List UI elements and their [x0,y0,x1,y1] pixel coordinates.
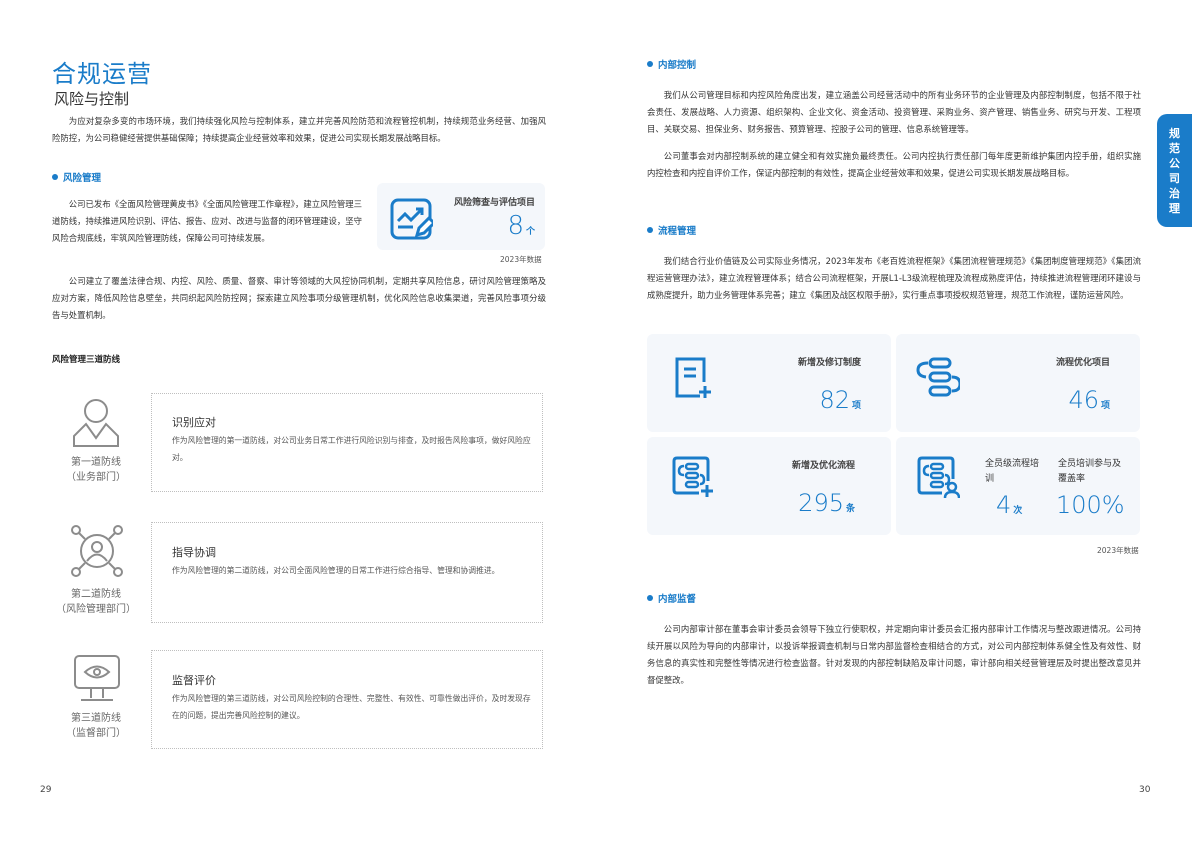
stat-value: 82 [819,386,850,414]
stat-value: 8 [507,211,524,241]
side-tab-char: 规 [1169,126,1180,140]
chart-edit-icon [390,198,433,240]
line-dept-text: （风险管理部门） [56,604,136,615]
stat-value-group: 8 个 [507,211,535,241]
heading-label: 风险管理 [63,173,102,184]
stat-value-group: 46 项 [1068,386,1110,414]
line-title: 监督评价 [172,674,216,687]
line-dept-text: （业务部门） [66,472,126,483]
training-count-unit: 次 [1013,506,1023,516]
side-tab-char: 治 [1169,186,1180,200]
heading-label: 内部控制 [658,60,697,71]
section-title: 风险与控制 [54,90,130,108]
stat-unit: 项 [1100,401,1110,411]
heading-label: 流程管理 [658,226,697,237]
training-count-group: 4 次 [996,491,1022,519]
data-year-note: 2023年数据 [1097,546,1139,555]
side-tab-label: 规范公司治理 [1169,126,1180,216]
page-number-right: 30 [1139,785,1151,795]
stat-label: 新增及优化流程 [791,461,855,471]
line-name-text: 第二道防线 [71,589,121,600]
stat-card-regulations: 新增及修订制度 82 项 [647,334,891,432]
internal-control-heading: 内部控制 [647,57,696,71]
process-add-icon [672,456,713,497]
defense-line-2-name: 第二道防线 （风险管理部门） [40,587,152,617]
document-add-icon [675,357,711,398]
page-title: 合规运营 [52,60,152,88]
line-title: 指导协调 [172,546,216,559]
risk-paragraph-1: 公司已发布《全面风险管理黄皮书》《全面风险管理工作章程》，建立风险管理三道防线，… [52,199,362,243]
supervision-heading: 内部监督 [647,591,696,605]
stat-unit: 条 [845,504,855,514]
process-person-icon [917,456,960,499]
person-icon [73,399,119,447]
bullet-dot-icon [52,174,58,180]
line-dept-text: （监督部门） [66,728,126,739]
training-count-label: 全员级流程培训 [985,459,1040,484]
stat-value-group: 82 项 [819,386,861,414]
line-name-text: 第一道防线 [71,457,121,468]
line-desc: 作为风险管理的第三道防线，对公司风险控制的合理性、完整性、有效性、可靠性做出评价… [172,694,531,720]
training-count-value: 4 [996,491,1012,519]
process-heading: 流程管理 [647,223,696,237]
stat-card-process-optimization: 流程优化项目 46 项 [896,334,1140,432]
side-tab-char: 理 [1169,201,1180,215]
stat-unit: 项 [851,401,861,411]
monitor-eye-icon [74,655,120,701]
defense-line-3-name: 第三道防线 （监督部门） [46,711,146,741]
data-year-note: 2023年数据 [500,255,542,264]
stat-label: 风险筛查与评估项目 [453,198,535,208]
defense-line-1-card: 识别应对 作为风险管理的第一道防线，对公司业务日常工作进行风险识别与排查，及时报… [151,393,543,492]
stat-card-new-processes: 新增及优化流程 295 条 [647,437,891,535]
line-name-text: 第三道防线 [71,713,121,724]
internal-control-paragraph-2: 公司董事会对内部控制系统的建立健全和有效实施负最终责任。公司内控执行责任部门每年… [647,151,1141,178]
training-coverage-label: 全员培训参与及覆盖率 [1058,459,1122,484]
risk-management-heading: 风险管理 [52,170,101,184]
stat-label: 流程优化项目 [1055,358,1110,368]
stat-unit: 个 [525,227,535,237]
side-tab-char: 司 [1169,171,1180,185]
stat-value: 46 [1068,386,1099,414]
stat-value-group: 295 条 [798,489,855,517]
page-number-left: 29 [40,785,52,795]
defense-heading: 风险管理三道防线 [52,355,121,365]
supervision-paragraph: 公司内部审计部在董事会审计委员会领导下独立行使职权，并定期向审计委员会汇报内部审… [647,624,1141,685]
bullet-dot-icon [647,595,653,601]
intro-paragraph: 为应对复杂多变的市场环境，我们持续强化风险与控制体系，建立并完善风险防范和流程管… [52,116,546,143]
defense-line-2-card: 指导协调 作为风险管理的第二道防线，对公司全面风险管理的日常工作进行综合指导、管… [151,522,543,623]
side-tab-char: 范 [1169,141,1180,155]
stat-card-training: 全员级流程培训 4 次 全员培训参与及覆盖率 100% [896,437,1140,535]
stat-value: 295 [798,489,844,517]
line-desc: 作为风险管理的第二道防线，对公司全面风险管理的日常工作进行综合指导、管理和协调推… [172,566,500,575]
training-coverage-value: 100% [1056,491,1125,519]
stat-label: 新增及修订制度 [797,358,861,368]
network-person-icon [71,525,123,577]
defense-line-1-name: 第一道防线 （业务部门） [46,455,146,485]
internal-control-paragraph-1: 我们从公司管理目标和内控风险角度出发，建立涵盖公司经营活动中的所有业务环节的企业… [647,90,1141,134]
heading-label: 内部监督 [658,594,697,605]
side-tab-governance[interactable]: 规范公司治理 [1157,114,1192,227]
side-tab-char: 公 [1169,156,1180,170]
risk-paragraph-2: 公司建立了覆盖法律合规、内控、风险、质量、督察、审计等领域的大风控协同机制，定期… [52,276,546,320]
line-desc: 作为风险管理的第一道防线，对公司业务日常工作进行风险识别与排查，及时报告风险事项… [172,436,531,462]
process-flow-icon [916,357,960,397]
risk-stat-card: 风险筛查与评估项目 8 个 [377,183,545,250]
process-paragraph: 我们结合行业价值链及公司实际业务情况，2023年发布《老百姓流程框架》《集团流程… [647,256,1141,300]
bullet-dot-icon [647,61,653,67]
line-title: 识别应对 [172,416,216,429]
bullet-dot-icon [647,227,653,233]
defense-line-3-card: 监督评价 作为风险管理的第三道防线，对公司风险控制的合理性、完整性、有效性、可靠… [151,650,543,749]
